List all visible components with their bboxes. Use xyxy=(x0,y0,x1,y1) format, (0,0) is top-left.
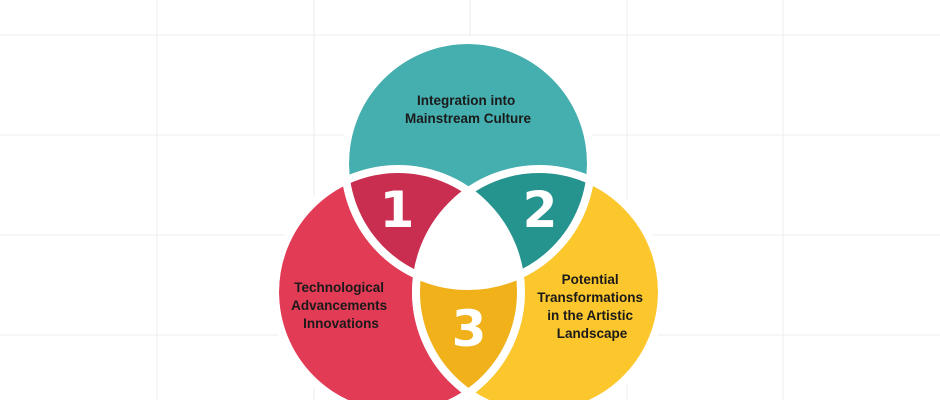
overlap-1-number: 1 xyxy=(380,181,415,239)
center-region xyxy=(416,169,521,286)
left-label-line-1: Technological xyxy=(294,280,384,295)
left-label-line-2: Advancements xyxy=(291,298,387,313)
top-circle-label: Integration into Mainstream Culture xyxy=(405,93,532,126)
right-label-line-3: in the Artistic xyxy=(547,308,633,323)
right-label-line-1: Potential xyxy=(562,272,619,287)
right-label-line-2: Transformations xyxy=(537,290,643,305)
overlap-2-number: 2 xyxy=(523,181,558,239)
right-circle-label: Potential Transformations in the Artisti… xyxy=(537,272,647,341)
top-label-line-2: Mainstream Culture xyxy=(405,111,532,126)
circle-outlines xyxy=(271,36,666,405)
left-circle-label: Technological Advancements Innovations xyxy=(291,280,391,331)
left-label-line-3: Innovations xyxy=(303,316,379,331)
overlap-3-number: 3 xyxy=(452,300,487,358)
top-label-line-1: Integration into xyxy=(417,93,515,108)
right-label-line-4: Landscape xyxy=(557,326,628,341)
